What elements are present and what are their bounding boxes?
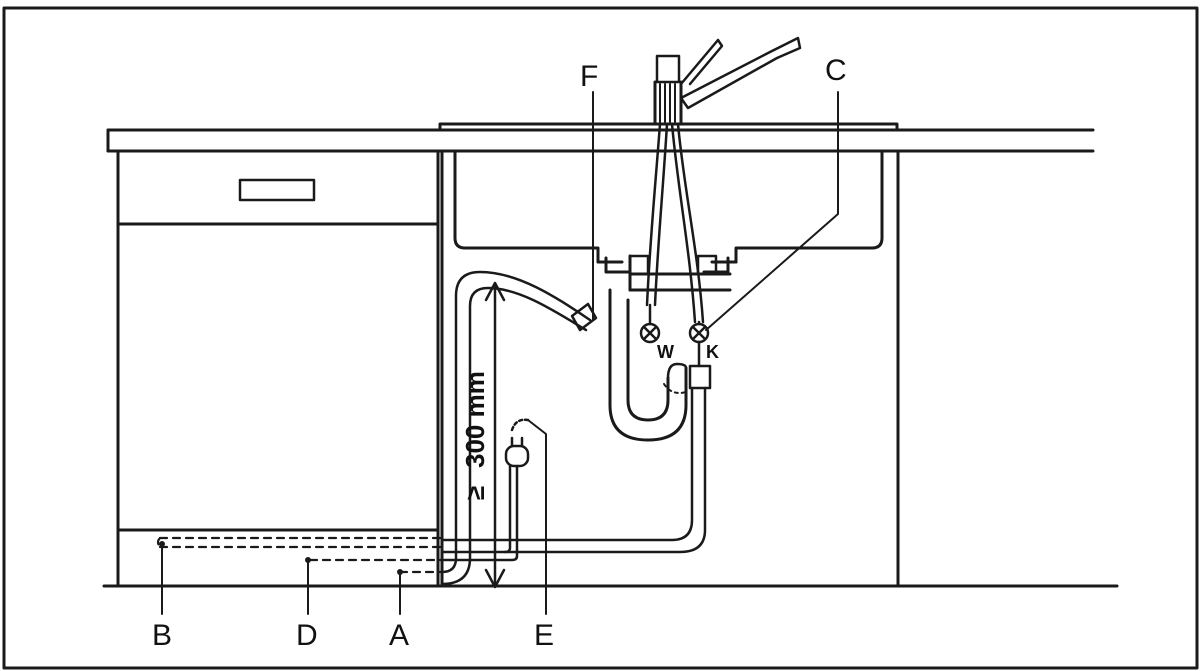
faucet [653,36,802,126]
hose-end-marker-b [159,541,165,547]
drain-hose-inner [440,286,588,586]
dimension-prefix: ≥ [460,486,490,500]
inlet-hose [440,386,694,542]
drain-hose-connector [570,302,598,332]
valve-w [639,303,661,344]
label-k: K [706,342,719,362]
hose-end-marker-d [305,557,311,563]
valve-k [688,320,712,390]
power-plug [440,418,530,562]
sink-basin [438,122,899,264]
label-c: C [825,54,847,87]
label-f: F [580,60,598,93]
countertop [106,128,1095,153]
sink-drain-trap [596,254,738,442]
label-w: W [657,342,674,362]
leader-lines [161,91,839,615]
label-d: D [296,619,318,652]
inlet-hose-inner [440,386,707,554]
dishwasher [116,149,440,588]
hidden-hose-lines [156,536,444,574]
dishwasher-handle [238,178,316,202]
hose-end-marker-a [397,569,403,575]
height-dimension [484,281,506,589]
label-a: A [389,619,409,652]
dimension-value: 300 mm [460,371,490,468]
figure-frame [2,6,1199,670]
drain-hose [440,270,592,574]
faucet-supply-hoses [645,122,705,324]
label-e: E [534,619,554,652]
label-b: B [152,619,172,652]
